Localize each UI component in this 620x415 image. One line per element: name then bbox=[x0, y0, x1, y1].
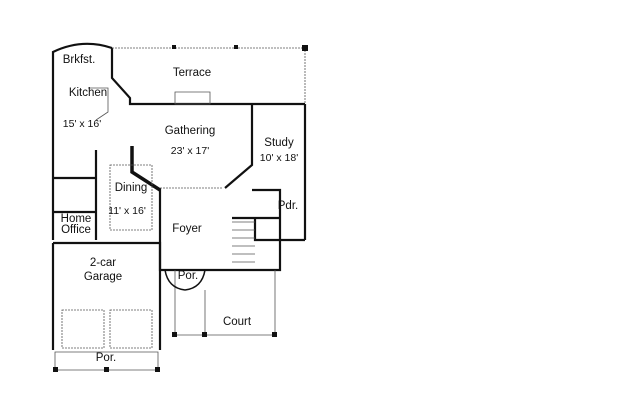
stairs bbox=[232, 221, 255, 263]
room-label-pdr: Pdr. bbox=[277, 200, 299, 212]
room-label-home-office-line2: Office bbox=[61, 224, 91, 236]
room-label-court: Court bbox=[222, 316, 252, 328]
room-size-dining: 11' x 16' bbox=[108, 205, 146, 217]
exterior-walls bbox=[51, 42, 307, 350]
stair-walls bbox=[232, 216, 305, 242]
room-label-home-office-line1: Home bbox=[60, 213, 92, 225]
foyer-walls bbox=[158, 188, 282, 272]
garage-bay-right bbox=[109, 309, 153, 349]
gathering-column-wall bbox=[130, 146, 161, 192]
entry-arch bbox=[164, 269, 206, 291]
posts bbox=[53, 45, 308, 372]
room-size-gathering: 23' x 17' bbox=[170, 145, 210, 157]
room-label-entry-porch: Por. bbox=[177, 270, 199, 282]
office-walls bbox=[53, 150, 98, 240]
pdr-wall bbox=[252, 188, 282, 218]
room-size-kitchen: 15' x 16' bbox=[62, 118, 102, 130]
garage-bay-left bbox=[61, 309, 105, 349]
breakfast-bay-wall bbox=[51, 42, 113, 160]
room-label-garage-porch: Por. bbox=[95, 352, 117, 364]
room-label-foyer: Foyer bbox=[172, 223, 202, 235]
room-label-kitchen: Kitchen bbox=[68, 87, 108, 99]
room-label-study: Study bbox=[264, 137, 294, 149]
room-label-gathering: Gathering bbox=[164, 125, 216, 137]
court-outline bbox=[174, 270, 276, 336]
dining-table bbox=[109, 164, 153, 231]
room-label-brkfst: Brkfst. bbox=[62, 54, 96, 66]
room-label-dining: Dining bbox=[114, 182, 148, 194]
room-label-terrace: Terrace bbox=[172, 67, 212, 79]
room-label-garage-line2: Garage bbox=[83, 271, 123, 283]
room-label-garage-line1: 2-car bbox=[89, 257, 117, 269]
fireplace bbox=[174, 91, 211, 105]
kitchen-island bbox=[88, 87, 109, 121]
study-left-wall bbox=[224, 104, 254, 189]
room-size-study: 10' x 18' bbox=[259, 152, 299, 164]
